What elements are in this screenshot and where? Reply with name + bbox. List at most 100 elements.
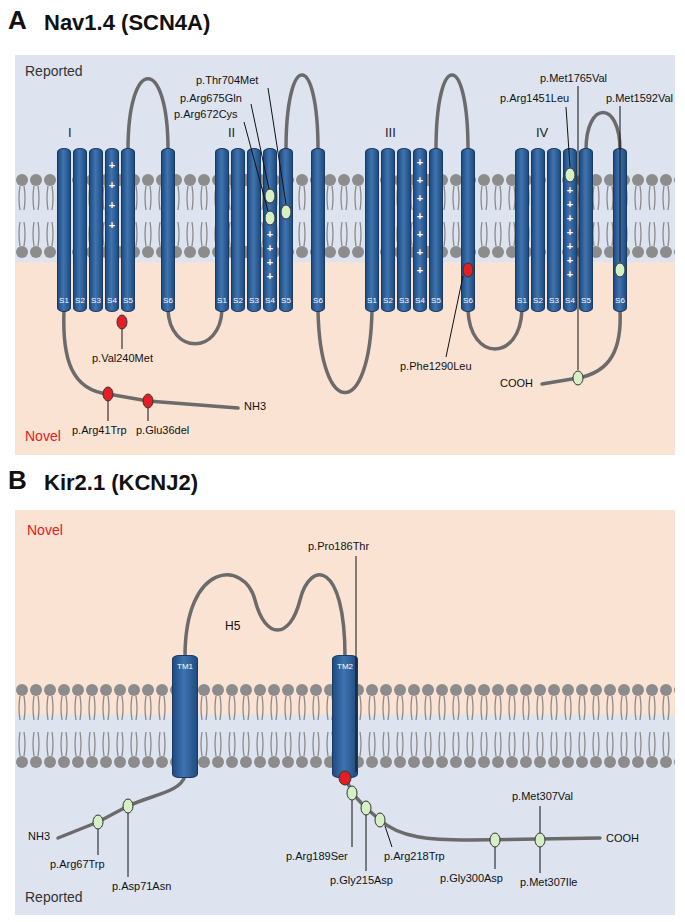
panel-title: Kir2.1 (KCNJ2) [44, 470, 198, 495]
leader-line [268, 88, 286, 204]
charge-sign: + [109, 180, 115, 191]
mutation-label: p.Asp71Asn [112, 880, 171, 893]
panel-title: Nav1.4 (SCN4A) [44, 10, 210, 35]
novel-mutation-dot [463, 263, 473, 277]
leader-line [566, 107, 570, 167]
segment-label: S5 [122, 296, 134, 306]
charge-sign: + [417, 247, 423, 258]
terminus-label: NH3 [28, 830, 50, 843]
mutation-label: p.Val240Met [92, 352, 153, 365]
leader-line [540, 806, 541, 833]
region-label: Reported [25, 889, 83, 905]
charge-sign: + [417, 265, 423, 276]
segment-label: S4 [264, 296, 276, 306]
mutation-label: p.Phe1290Leu [400, 360, 472, 373]
helix-segment: S5 [579, 148, 593, 312]
mutation-label: p.Thr704Met [196, 74, 258, 87]
mutation-label: p.Arg672Cys [174, 108, 238, 121]
reported-mutation-dot [93, 168, 625, 847]
mutation-label: p.Arg1451Leu [500, 92, 569, 105]
helix-segment: S1 [365, 148, 379, 312]
segment-label: S5 [580, 296, 592, 306]
terminus-label: COOH [500, 377, 533, 390]
segment-label: S3 [548, 296, 560, 306]
helix-segment: TM2 [332, 655, 358, 778]
reported-mutation-dot [375, 813, 385, 827]
panel-letter: B [8, 466, 27, 496]
leader-line [148, 408, 149, 421]
charge-sign: + [417, 211, 423, 222]
leader-line [251, 104, 269, 189]
segment-label: S5 [280, 296, 292, 306]
leader-line [352, 800, 353, 847]
helix-segment: S6 [161, 148, 175, 312]
charge-sign: + [109, 220, 115, 231]
reported-mutation-dot [573, 371, 583, 385]
charge-sign: + [267, 257, 273, 268]
mutation-label: p.Pro186Thr [308, 540, 369, 553]
mutation-label: p.Met1765Val [540, 72, 607, 85]
protein-loop [345, 776, 600, 840]
mutation-label: p.Arg218Trp [384, 850, 445, 863]
helix-segment: S6 [311, 148, 325, 312]
region-label: Reported [25, 63, 83, 79]
protein-loop [436, 75, 468, 150]
segment-label: S3 [248, 296, 260, 306]
reported-mutation-dot [490, 833, 500, 847]
charge-sign: + [417, 157, 423, 168]
mutation-label: p.Gly300Asp [440, 872, 503, 885]
mutation-label: p.Glu36del [136, 424, 189, 437]
helix-segment: S2 [381, 148, 395, 312]
segment-label: S3 [90, 296, 102, 306]
reported-mutation-dot [123, 799, 133, 813]
region-label: Novel [25, 428, 61, 444]
region-label: Novel [27, 522, 63, 538]
helix-segment: S1 [215, 148, 229, 312]
protein-loop [318, 310, 372, 393]
reported-mutation-dot [535, 833, 545, 847]
helix-segment: S3 [89, 148, 103, 312]
mutation-label: p.Met307Ile [520, 876, 577, 889]
leader-line [108, 401, 109, 421]
charge-sign: + [567, 199, 573, 210]
helix-segment: S5 [429, 148, 443, 312]
charge-sign: + [567, 269, 573, 280]
leader-line [98, 829, 99, 855]
helix-segment: S3 [397, 148, 411, 312]
helix-segment: S1 [57, 148, 71, 312]
helix-segment: TM1 [172, 655, 198, 778]
protein-loop [185, 575, 345, 657]
segment-label: S2 [382, 296, 394, 306]
reported-mutation-dot [615, 263, 625, 277]
protein-loop [542, 310, 620, 384]
helix-segment: S3 [247, 148, 261, 312]
segment-label: S2 [532, 296, 544, 306]
domain-numeral: III [385, 126, 396, 141]
leader-line [244, 122, 268, 211]
protein-loop [468, 310, 522, 349]
segment-label: TM1 [173, 662, 197, 672]
charge-sign: + [417, 229, 423, 240]
mutation-label: p.Gly215Asp [330, 874, 393, 887]
segment-label: S1 [366, 296, 378, 306]
segment-label: S6 [614, 296, 626, 306]
charge-sign: + [109, 200, 115, 211]
protein-loop [286, 75, 318, 150]
novel-mutation-dot [117, 315, 127, 329]
domain-numeral: II [228, 126, 235, 141]
leader-line [578, 86, 579, 370]
segment-label: S6 [162, 296, 174, 306]
protein-loop [64, 310, 238, 408]
charge-sign: + [267, 243, 273, 254]
segment-label: S1 [216, 296, 228, 306]
charge-sign: + [417, 175, 423, 186]
helix-segment: S5 [121, 148, 135, 312]
segment-label: S2 [232, 296, 244, 306]
panel-letter: A [8, 6, 27, 36]
segment-label: S1 [516, 296, 528, 306]
helix-segment: S2 [73, 148, 87, 312]
novel-mutation-dot [103, 387, 113, 401]
reported-mutation-dot [265, 211, 275, 225]
leader-line [128, 813, 129, 877]
